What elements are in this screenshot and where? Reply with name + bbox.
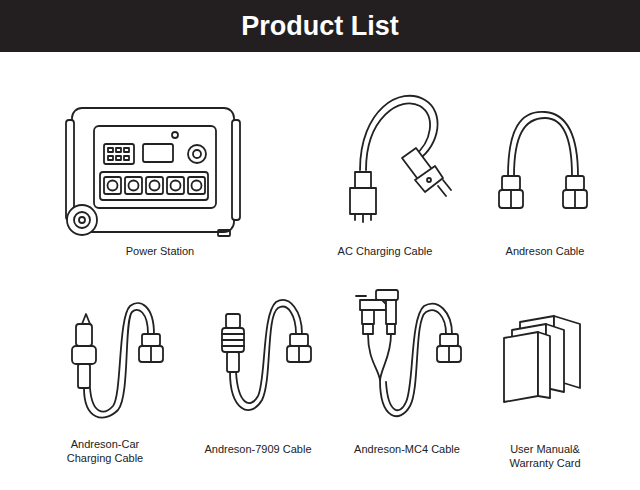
mc4-cable-label: Andreson-MC4 Cable <box>337 442 477 456</box>
cable-7909-label: Andreson-7909 Cable <box>188 442 328 456</box>
manual-label: User Manual& Warranty Card <box>500 442 590 470</box>
andreson-7909-cable <box>222 300 311 410</box>
andreson-cable-label: Andreson Cable <box>485 244 605 258</box>
power-station-label: Power Station <box>90 244 230 258</box>
car-charging-cable <box>72 303 163 418</box>
power-station <box>66 108 240 236</box>
user-manual <box>504 316 580 402</box>
andreson-cable <box>499 112 587 208</box>
car-cable-label: Andreson-Car Charging Cable <box>60 437 150 465</box>
page-title: Product List <box>0 0 640 52</box>
ac-charging-cable <box>350 96 451 222</box>
andreson-mc4-cable <box>356 290 461 416</box>
ac-cable-label: AC Charging Cable <box>315 244 455 258</box>
